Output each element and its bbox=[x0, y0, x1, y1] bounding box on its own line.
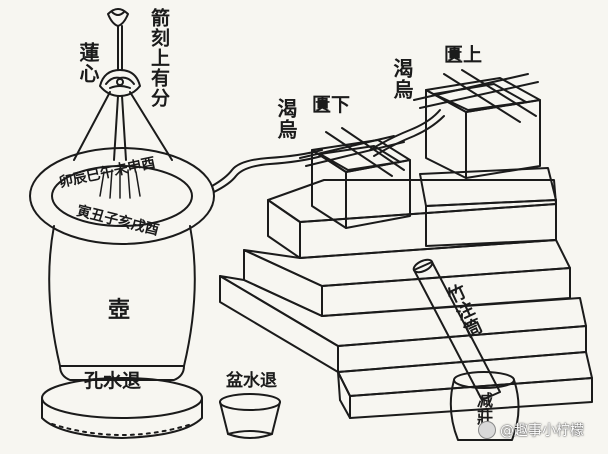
jar bbox=[449, 371, 520, 441]
watermark: @趣事小柠檬 bbox=[478, 420, 584, 440]
siphon-pipe-upper bbox=[369, 109, 441, 151]
label-hu: 壺 bbox=[108, 297, 131, 323]
stepped-platform bbox=[219, 167, 593, 419]
lower-tank bbox=[299, 127, 411, 229]
vessel-base bbox=[41, 377, 203, 439]
basin-pen bbox=[219, 393, 281, 439]
label-kong-shui-tui: 孔水退 bbox=[84, 370, 142, 392]
dial-ring bbox=[29, 147, 215, 245]
label-jian-ke-shang-you-fen: 箭刻上有分 bbox=[148, 8, 170, 108]
weibo-logo-icon bbox=[478, 421, 496, 439]
watermark-text: @趣事小柠檬 bbox=[500, 423, 584, 439]
label-ke-wu-lower: 渴烏 bbox=[274, 98, 298, 140]
label-lian-xin: 蓮心 bbox=[76, 42, 100, 84]
siphon-pipe-lower bbox=[211, 149, 323, 187]
lotus-finial bbox=[107, 8, 129, 71]
label-gui-shang: 匱上 bbox=[444, 44, 483, 66]
label-ke-wu-upper: 渴烏 bbox=[390, 58, 414, 100]
vessel-hu bbox=[48, 225, 196, 381]
bamboo-pipe bbox=[412, 258, 501, 401]
upper-tank bbox=[413, 69, 541, 179]
label-pen-shui-tui: 盆水退 bbox=[226, 371, 277, 391]
label-gui-xia: 匱下 bbox=[312, 94, 351, 116]
lotus-heart bbox=[99, 69, 141, 97]
label-jiang: 减莊 bbox=[474, 392, 493, 426]
